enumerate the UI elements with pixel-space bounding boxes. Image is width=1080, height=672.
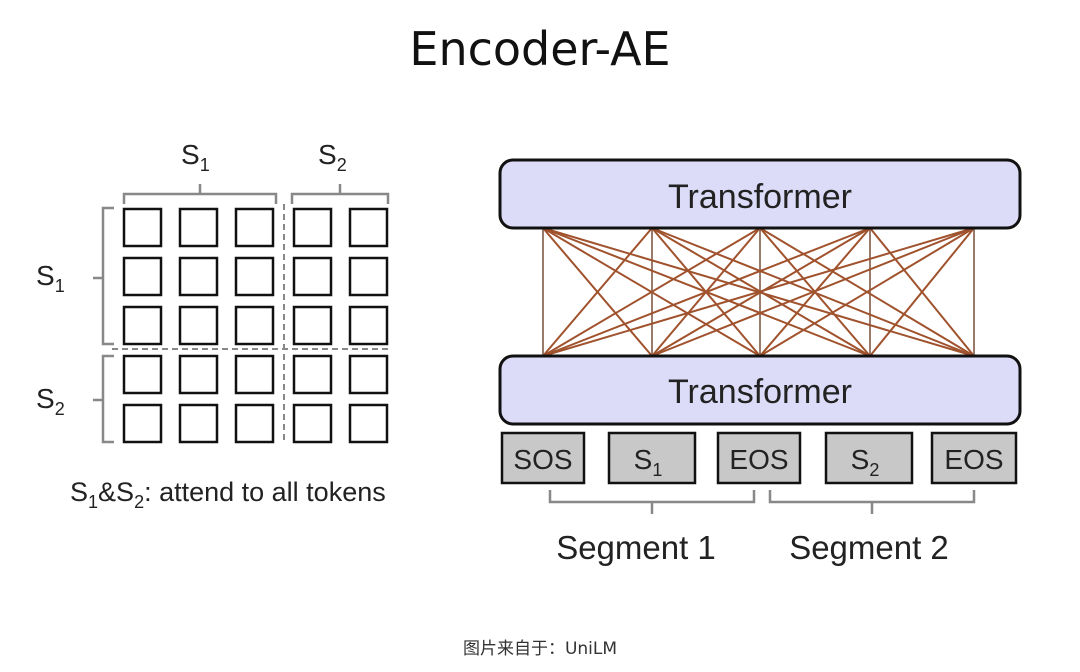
attention-cell [178,207,219,248]
attention-cell [234,256,275,297]
row-bracket-s2 [93,354,114,444]
svg-text:EOS: EOS [729,444,788,475]
full-attention-connections [542,227,975,357]
column-label-s1: S1 [181,139,210,175]
attention-connection [759,227,975,357]
row-label-s1: S1 [36,260,65,296]
row-bracket-s1 [93,206,114,346]
token-s2: S2 [824,431,914,485]
attention-connection [869,227,975,357]
attention-cell [234,403,275,444]
token-eos-1: EOS [716,431,802,485]
attention-cell [122,403,163,444]
transformer-top-label: Transformer [668,178,852,216]
attention-cell [178,354,219,395]
svg-text:SOS: SOS [513,444,572,475]
attention-connection [651,227,975,357]
attention-caption: S1&S2: attend to all tokens [70,477,386,512]
attention-cell [292,256,333,297]
attention-cell [292,207,333,248]
attention-connection [542,227,653,357]
transformer-bottom-label: Transformer [668,373,852,411]
page-title: Encoder-AE [409,22,671,76]
transformer-block-bottom: Transformer [498,354,1022,426]
attention-cell [234,207,275,248]
attention-cell [178,403,219,444]
transformer-block-top: Transformer [498,158,1022,230]
token-s1: S1 [607,431,697,485]
svg-text:S1: S1 [634,444,663,480]
column-bracket-s1 [122,184,278,204]
attention-cell [348,207,389,248]
row-label-s2: S2 [36,383,65,419]
svg-text:EOS: EOS [944,444,1003,475]
segment-1-label: Segment 1 [556,529,716,566]
source-caption: 图片来自于：UniLM [462,639,618,659]
attention-connection [542,227,871,357]
column-label-s2: S2 [318,139,347,175]
attention-matrix: S1 S2 S1 S2 S1&S2: attend to all tokens [36,139,392,512]
attention-cell [348,354,389,395]
attention-cell [348,305,389,346]
attention-cell [122,305,163,346]
attention-cell [234,354,275,395]
attention-cell [122,354,163,395]
attention-cell [292,305,333,346]
attention-connection [542,227,975,357]
attention-cell [348,403,389,444]
segment-bracket-2 [768,490,976,514]
attention-cell [122,256,163,297]
token-sos: SOS [500,431,586,485]
attention-cell [178,256,219,297]
attention-connection [542,227,761,357]
segment-bracket-1 [548,490,756,514]
transformer-stack: Transformer Transformer SOS S1 EOS S2 EO… [498,158,1022,566]
column-bracket-s2 [290,184,390,204]
attention-cell [348,256,389,297]
segment-2-label: Segment 2 [789,529,949,566]
token-eos-2: EOS [930,431,1018,485]
attention-cell [122,207,163,248]
attention-cell [292,403,333,444]
attention-cell [234,305,275,346]
matrix-cells [122,207,389,444]
attention-cell [292,354,333,395]
attention-cell [178,305,219,346]
svg-text:S2: S2 [851,444,880,480]
